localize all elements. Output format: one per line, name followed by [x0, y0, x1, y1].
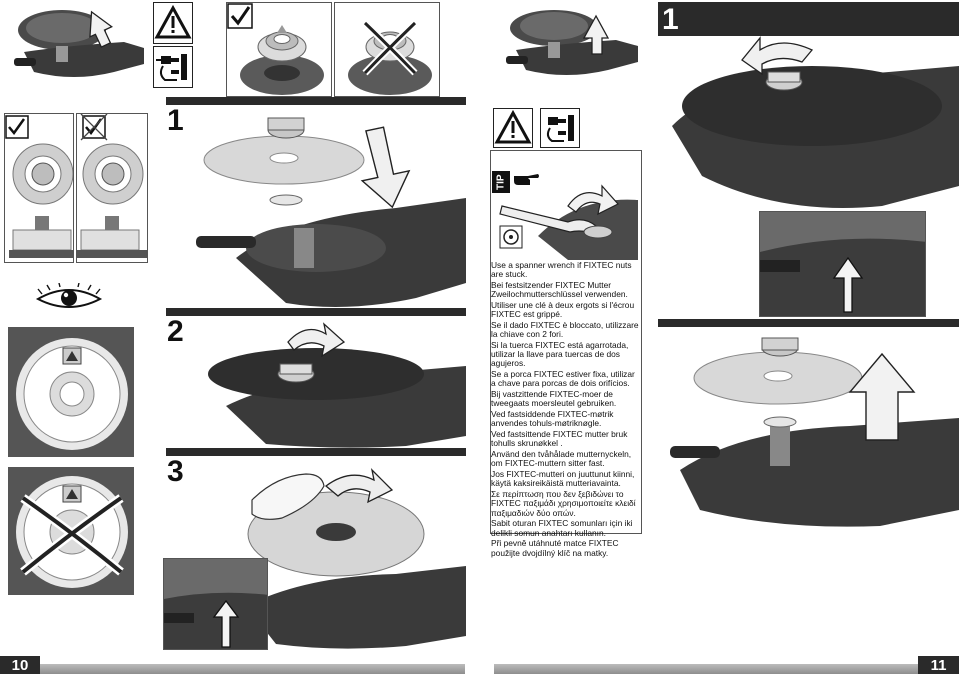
footer-rule: [40, 664, 465, 674]
instruction-text: Se il dado FIXTEC è bloccato, utilizzare…: [491, 320, 639, 340]
warning-icon: [493, 108, 533, 148]
spindle-lock-inset: [759, 211, 926, 317]
instruction-text: Si la tuerca FIXTEC está agarrotada, uti…: [491, 340, 629, 369]
step-number: 3: [167, 455, 184, 488]
eye-icon: [34, 283, 104, 313]
step-1-removal-illustration: [662, 36, 959, 212]
step-1-bar: [658, 2, 959, 36]
nut-incorrect-panel: [334, 2, 440, 97]
step-number: 2: [167, 315, 184, 348]
step-1-bar: [166, 97, 466, 105]
instruction-text: Ved fastsiddende FIXTEC-møtrik anvendes …: [491, 409, 614, 429]
footer-rule: [494, 664, 918, 674]
instruction-text: Utiliser une clé à deux ergots si l'écro…: [491, 300, 635, 320]
nut-marking-incorrect-panel: [8, 467, 134, 595]
instruction-text: Sabit oturan FIXTEC somunları için iki d…: [491, 518, 633, 538]
step-3-bar: [166, 448, 466, 456]
nut-correct-panel: [226, 2, 332, 97]
unplug-icon: [540, 108, 580, 148]
instruction-list: Use a spanner wrench if FIXTEC nuts are …: [491, 260, 641, 559]
step-number: 1: [167, 104, 184, 137]
unplug-icon: [153, 46, 193, 88]
step-2-bar: [658, 319, 959, 327]
instruction-text: Jos FIXTEC-mutteri on juuttunut kiinni, …: [491, 469, 635, 489]
instruction-text: Bij vastzittende FIXTEC-moer de tweegaat…: [491, 389, 617, 409]
step-2-bar: [166, 308, 466, 316]
flange-correct-panel: [4, 113, 74, 263]
instruction-text: Σε περίπτωση που δεν ξεβιδώνει το FIXTEC…: [491, 489, 636, 518]
step-3-illustration: [226, 456, 466, 650]
flange-incorrect-panel: [76, 113, 148, 263]
instruction-text: Use a spanner wrench if FIXTEC nuts are …: [491, 260, 632, 280]
step-1-illustration: [196, 108, 466, 308]
instruction-text: Bei festsitzender FIXTEC Mutter Zweiloch…: [491, 280, 628, 300]
instruction-text: Använd den tvåhålade mutternyckeln, om F…: [491, 449, 632, 469]
step-number: 1: [662, 3, 679, 36]
spanner-wrench-illustration: [498, 176, 638, 260]
instruction-text: Při pevně utáhnuté matce FIXTEC použijte…: [491, 538, 619, 558]
warning-icon: [153, 2, 193, 44]
spindle-lock-inset: [163, 558, 268, 650]
step-2-removal-illustration: [670, 330, 959, 530]
page-number: 11: [918, 656, 959, 674]
tip-box: [490, 150, 642, 534]
step-2-illustration: [196, 316, 466, 448]
nut-marking-correct-panel: [8, 327, 134, 457]
grinder-thumbnail-top-right: [500, 2, 642, 94]
grinder-thumbnail-top-left: [4, 2, 150, 98]
instruction-text: Ved fastsittende FIXTEC mutter bruk tohu…: [491, 429, 628, 449]
instruction-text: Se a porca FIXTEC estiver fixa, utilizar…: [491, 369, 635, 389]
page-number: 10: [0, 656, 40, 674]
pointing-hand-icon: [512, 168, 540, 188]
